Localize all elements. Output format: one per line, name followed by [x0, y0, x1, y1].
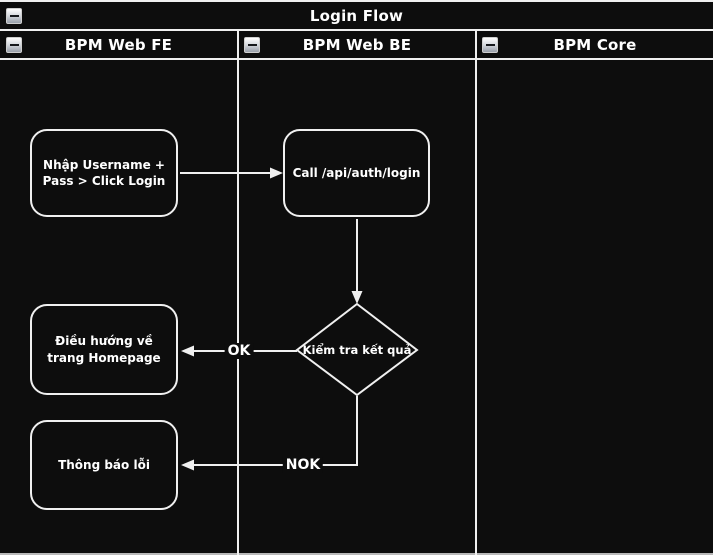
edge-label-ok[interactable]: OK: [224, 343, 254, 359]
arrowhead: [181, 459, 194, 471]
lane-header-bpm-web-fe[interactable]: BPM Web FE: [0, 31, 237, 58]
node-label: Điều hướng về trang Homepage: [47, 334, 161, 365]
pool-title: Login Flow: [309, 6, 404, 25]
node-label: Thông báo lỗi: [58, 457, 150, 472]
lane-divider: [237, 31, 239, 555]
arrowhead: [270, 167, 283, 179]
node-call-api[interactable]: Call /api/auth/login: [283, 129, 430, 217]
minus-icon: [9, 44, 19, 46]
lane-label: BPM Web FE: [64, 35, 173, 54]
minus-icon: [9, 15, 19, 17]
pool-bottom-border: [0, 553, 713, 555]
node-check-result-label: Kiểm tra kết quả: [302, 343, 412, 357]
lane-label: BPM Core: [553, 35, 637, 54]
pool-collapse-button[interactable]: [6, 8, 22, 24]
pool-title-separator: [0, 29, 713, 31]
minus-icon: [247, 44, 257, 46]
minus-icon: [485, 44, 495, 46]
arrowhead: [181, 345, 194, 357]
node-redirect-home[interactable]: Điều hướng về trang Homepage: [30, 304, 178, 395]
node-label: Call /api/auth/login: [292, 165, 421, 180]
lane-header-bpm-core[interactable]: BPM Core: [477, 31, 713, 58]
lane-be-collapse-button[interactable]: [244, 37, 260, 53]
lane-header-bpm-web-be[interactable]: BPM Web BE: [239, 31, 475, 58]
lane-label: BPM Web BE: [302, 35, 412, 54]
edge-label-nok[interactable]: NOK: [282, 457, 324, 473]
lane-header-separator: [0, 58, 713, 60]
node-check-result-shape[interactable]: [295, 302, 419, 397]
arrowhead: [351, 291, 363, 304]
node-input-login[interactable]: Nhập Username + Pass > Click Login: [30, 129, 178, 217]
lane-divider: [475, 31, 477, 555]
lane-core-collapse-button[interactable]: [482, 37, 498, 53]
lane-fe-collapse-button[interactable]: [6, 37, 22, 53]
pool-title-bar: Login Flow: [0, 2, 713, 29]
node-label: Nhập Username + Pass > Click Login: [42, 157, 166, 188]
edge-nok[interactable]: [193, 396, 358, 466]
node-error-message[interactable]: Thông báo lỗi: [30, 420, 178, 510]
